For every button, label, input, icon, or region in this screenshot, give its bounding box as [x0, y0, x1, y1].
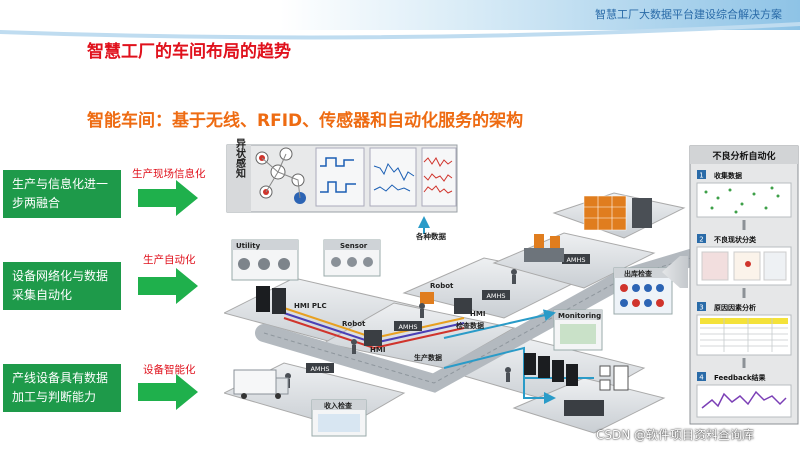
- defect-analysis-title: 不良分析自动化: [712, 150, 775, 162]
- machine-unit: [454, 298, 472, 314]
- floor-platform: [322, 302, 516, 369]
- svg-text:AMHS: AMHS: [310, 365, 329, 373]
- inspection-workstation: [564, 400, 604, 416]
- arrow-label-site-info: 生产现场信息化: [132, 168, 206, 180]
- green-arrow-icon: [138, 180, 198, 216]
- left-box-intelligence: 产线设备具有数据 加工与判断能力: [3, 364, 121, 412]
- svg-text:原因因素分析: 原因因素分析: [714, 303, 756, 312]
- smart-workshop-diagram: 异状感知 各种数据 AMHS AMHS AMHS AMHS Utility Se…: [224, 138, 799, 437]
- green-arrow-icon: [138, 374, 198, 410]
- svg-text:3: 3: [699, 304, 703, 312]
- header-arc-decoration: [0, 22, 800, 40]
- hmi-label: HMI: [370, 346, 385, 354]
- sensing-label: 异状感知: [234, 138, 247, 179]
- header-gradient: [0, 0, 800, 30]
- hmi-plc-label: HMI PLC: [294, 302, 327, 310]
- out-inspection-label: 出库检查: [624, 269, 653, 278]
- left-box-line2: 步两融合: [12, 196, 61, 210]
- svg-text:1: 1: [699, 172, 703, 180]
- robot-line: [524, 248, 564, 262]
- left-box-integration: 生产与信息化进一 步两融合: [3, 170, 121, 218]
- arrow-label-automation: 生产自动化: [143, 254, 196, 266]
- watermark: CSDN @软件项目资料查询库: [596, 428, 755, 442]
- various-data-label: 各种数据: [415, 231, 446, 241]
- amhs-tag: AMHS: [394, 321, 422, 331]
- left-box-line2: 采集自动化: [12, 288, 73, 302]
- monitoring-label: Monitoring: [558, 312, 601, 320]
- svg-text:AMHS: AMHS: [566, 256, 585, 264]
- left-box-networking: 设备网络化与数据 采集自动化: [3, 262, 121, 310]
- presentation-title: 智慧工厂大数据平台建设综合解决方案: [595, 8, 782, 21]
- checklist-grid: [599, 365, 629, 391]
- left-box-line1: 生产与信息化进一: [12, 177, 109, 191]
- analysis-step-4: 4 Feedback结果: [696, 372, 792, 418]
- inspection-data-label: 检查数据: [456, 321, 484, 330]
- warehouse-shelves: [583, 195, 652, 231]
- amhs-tag: AMHS: [482, 290, 510, 300]
- machine-unit: [364, 330, 382, 346]
- in-inspection-label: 收入检查: [324, 401, 353, 410]
- left-box-line2: 加工与判断能力: [12, 390, 97, 404]
- plc-cabinet: [256, 286, 270, 312]
- svg-text:AMHS: AMHS: [486, 292, 505, 300]
- amhs-tag: AMHS: [562, 254, 590, 264]
- left-box-line1: 产线设备具有数据: [12, 371, 109, 385]
- svg-text:不良现状分类: 不良现状分类: [714, 235, 757, 244]
- sensing-chart-line: [369, 147, 417, 207]
- analysis-step-2: 2 不良现状分类: [696, 234, 792, 286]
- robot-label: Robot: [342, 320, 366, 328]
- production-data-label: 生产数据: [414, 353, 442, 362]
- server-racks: [524, 353, 578, 386]
- utility-label: Utility: [236, 242, 261, 250]
- header-bar: 智慧工厂大数据平台建设综合解决方案: [0, 0, 800, 40]
- sensing-chart-bars: [315, 147, 365, 207]
- analysis-step-1: 1 收集数据: [696, 170, 792, 218]
- plc-cabinet: [272, 288, 286, 314]
- sensing-label-bg: [227, 145, 251, 212]
- green-arrow-icon: [138, 268, 198, 304]
- svg-text:4: 4: [699, 374, 704, 382]
- svg-text:AMHS: AMHS: [398, 323, 417, 331]
- sensor-label: Sensor: [340, 242, 368, 250]
- robot-label: Robot: [430, 282, 454, 290]
- arrow-label-smart-equipment: 设备智能化: [143, 364, 196, 376]
- page-title: 智慧工厂的车间布局的趋势: [87, 42, 291, 62]
- svg-text:Feedback结果: Feedback结果: [714, 373, 766, 382]
- analysis-step-3: 3 原因因素分析: [696, 302, 792, 356]
- sensing-network-graphic: [255, 147, 306, 204]
- robot-arm: [420, 292, 434, 304]
- amhs-tag: AMHS: [306, 363, 334, 373]
- delivery-truck: [233, 369, 277, 395]
- flow-to-analysis-arrow: [662, 256, 688, 288]
- svg-text:2: 2: [699, 236, 703, 244]
- left-box-line1: 设备网络化与数据: [12, 269, 109, 283]
- hmi-label: HMI: [470, 310, 485, 318]
- svg-text:收集数据: 收集数据: [714, 171, 742, 180]
- page-subtitle: 智能车间：基于无线、RFID、传感器和自动化服务的架构: [87, 111, 524, 131]
- inspection-dots: [620, 284, 664, 307]
